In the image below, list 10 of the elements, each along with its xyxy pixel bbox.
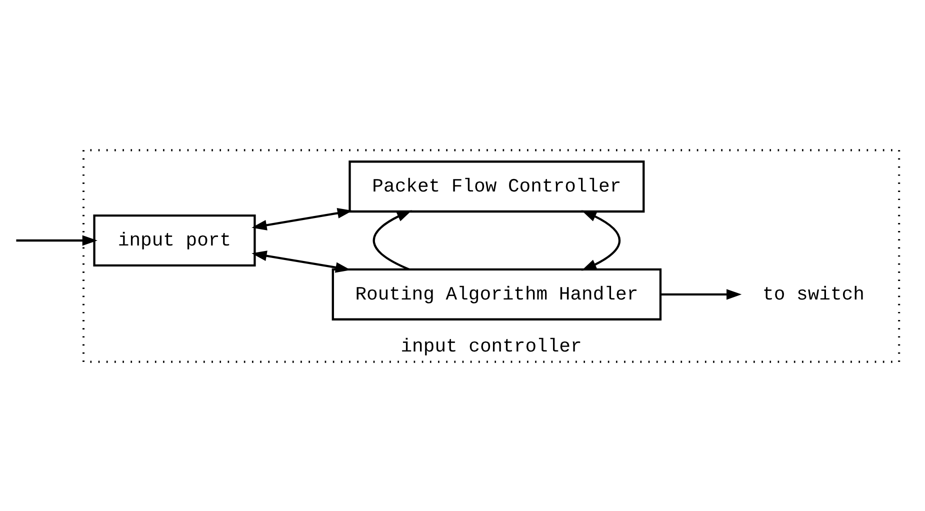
arrow <box>16 234 98 246</box>
arrow <box>252 250 351 272</box>
node-text: to switch <box>762 282 864 305</box>
arrow <box>660 288 742 300</box>
node-box: input port <box>93 214 256 266</box>
arrow <box>372 210 412 270</box>
arrow <box>252 207 353 230</box>
node-box: Packet Flow Controller <box>348 160 645 212</box>
arrow <box>581 210 620 270</box>
node-box: Routing Algorithm Handler <box>332 268 662 320</box>
